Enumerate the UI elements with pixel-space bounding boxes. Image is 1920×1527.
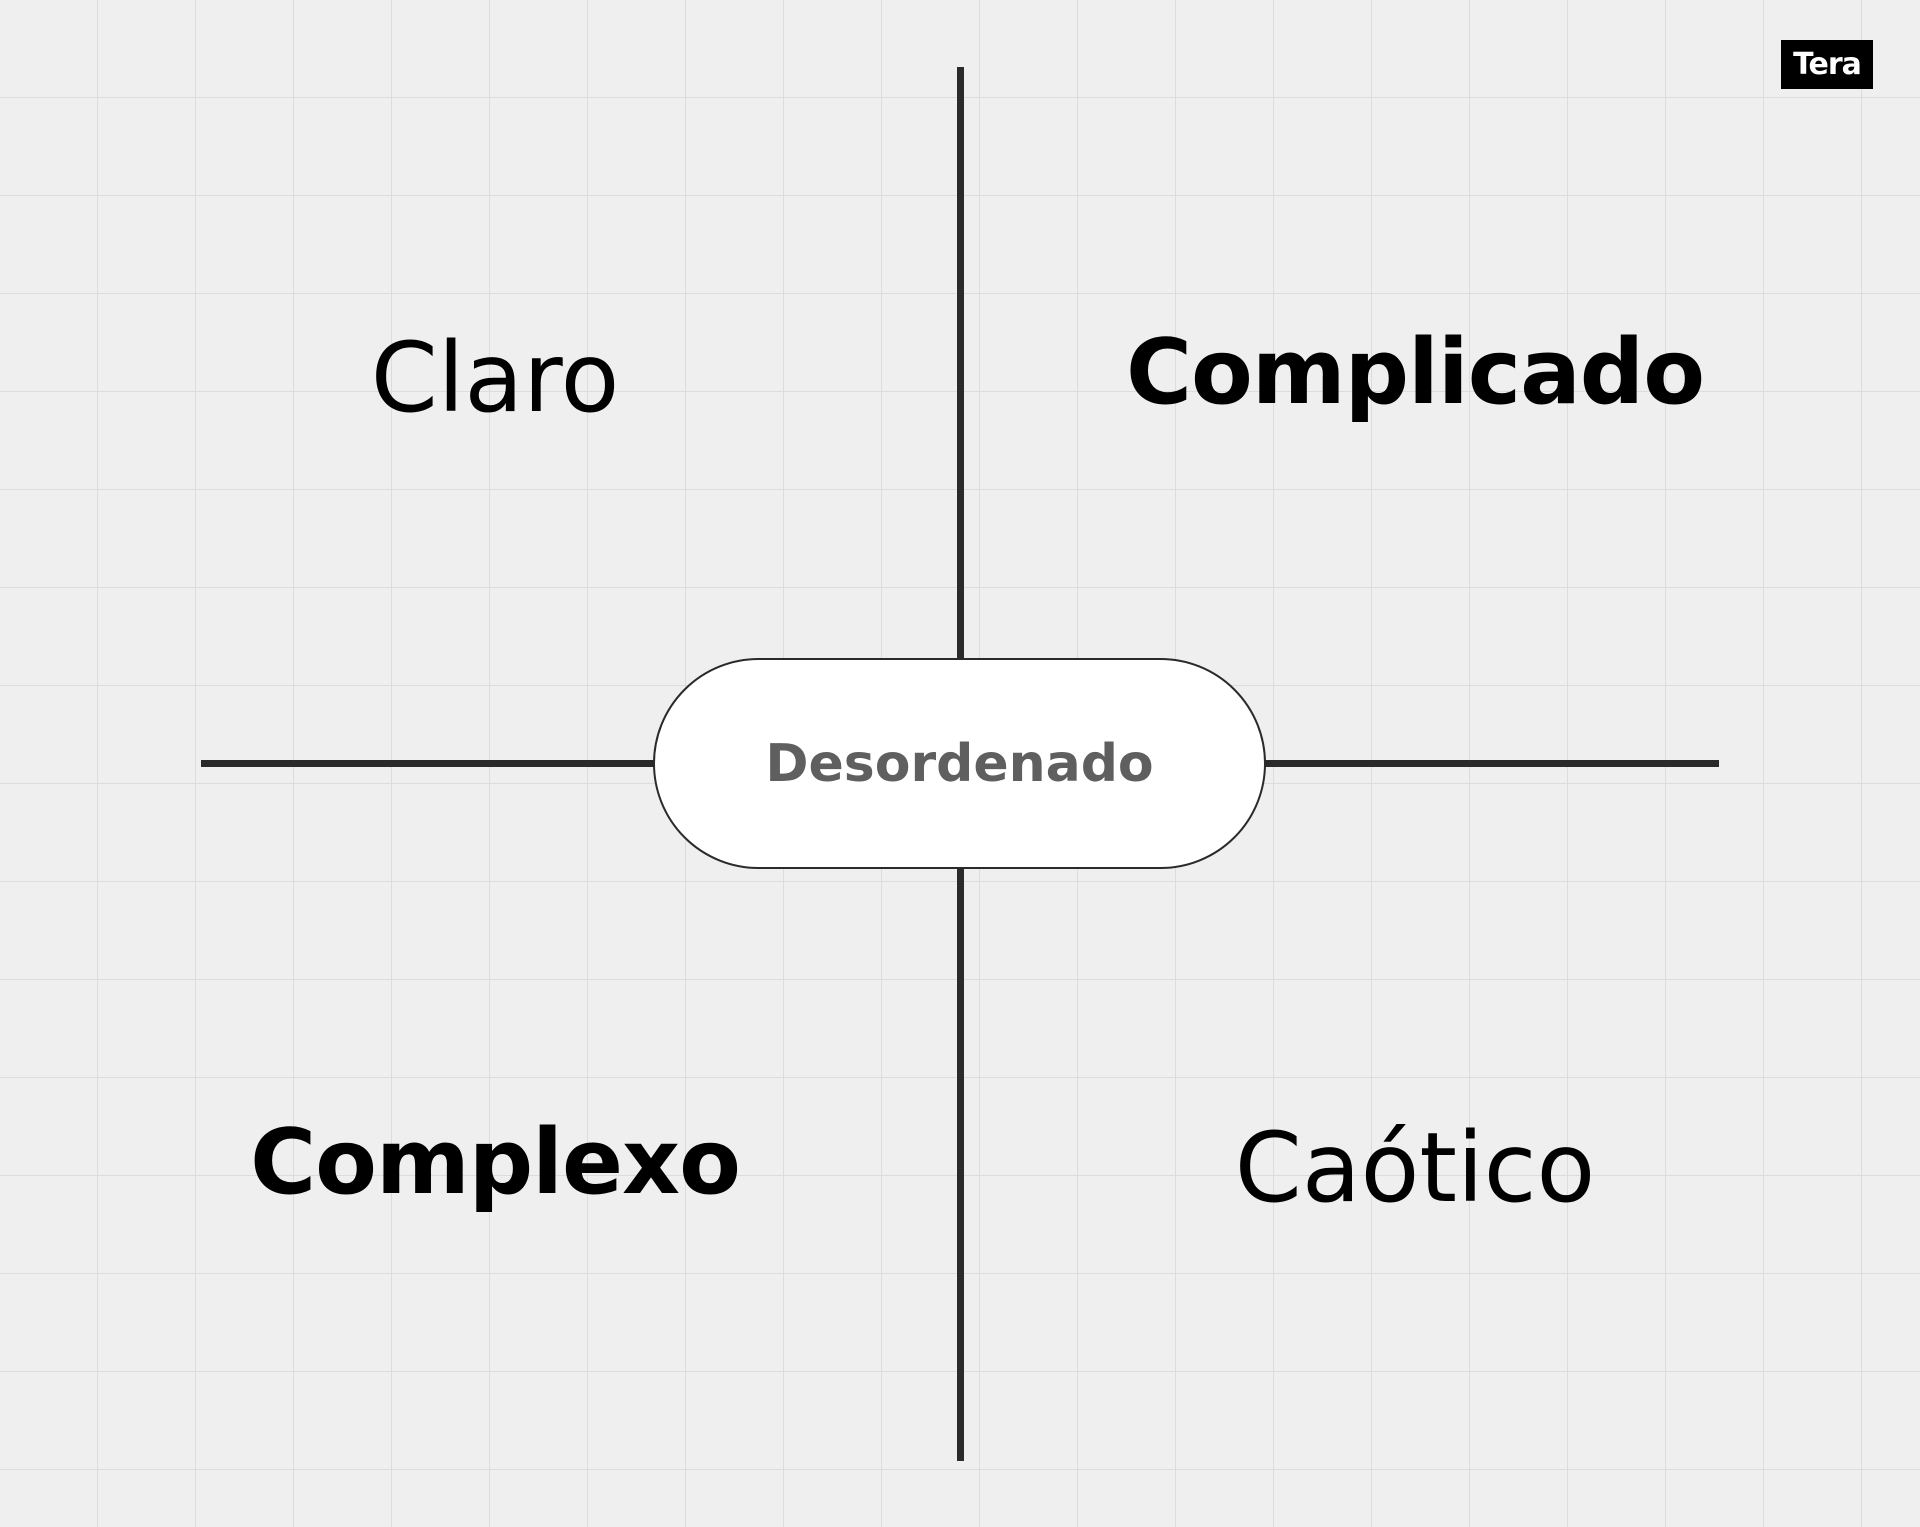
quadrant-label-caotico: Caótico [1234, 1112, 1596, 1224]
quadrant-label-complexo: Complexo [250, 1110, 741, 1215]
quadrant-label-complicado: Complicado [1125, 320, 1705, 425]
center-node-pill: Desordenado [653, 658, 1266, 869]
quadrant-label-claro: Claro [370, 322, 620, 434]
center-node-label: Desordenado [765, 733, 1154, 794]
tera-logo: Tera [1781, 40, 1873, 89]
